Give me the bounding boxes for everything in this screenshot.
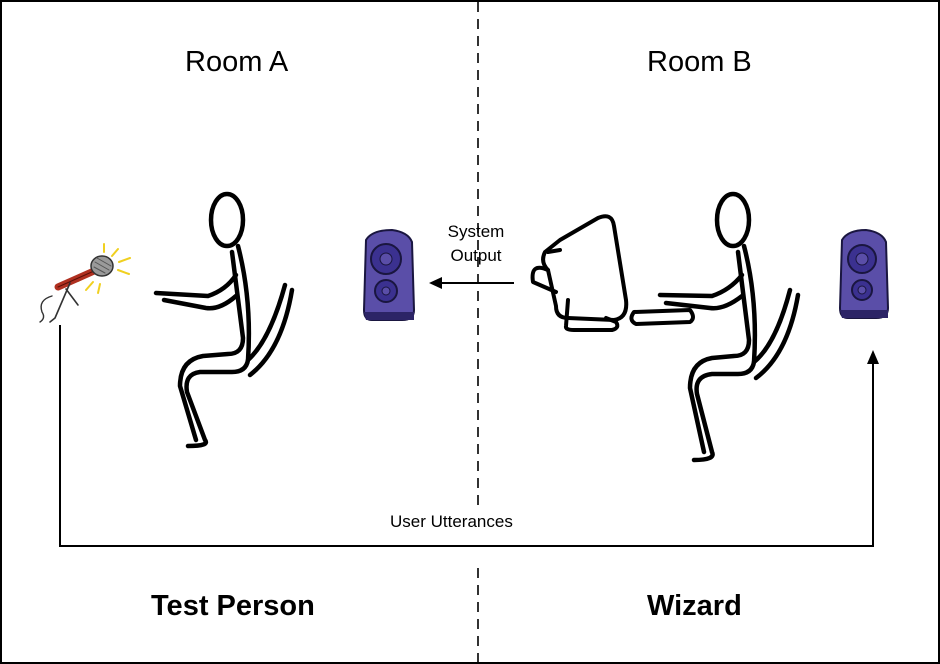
room-a-title: Room A (185, 46, 289, 78)
system-output-label-line2: Output (450, 246, 502, 265)
computer-icon (530, 214, 695, 332)
stick-figure-icon (657, 191, 801, 463)
microphone-icon (39, 243, 131, 323)
stick-figure-icon (153, 191, 295, 449)
speaker-icon (838, 228, 890, 319)
test-person-label: Test Person (151, 590, 315, 622)
system-output-arrow (429, 277, 514, 289)
user-utterances-label: User Utterances (390, 512, 513, 531)
user-utterances-arrow (59, 325, 879, 547)
speaker-icon (362, 228, 416, 321)
room-b-title: Room B (647, 46, 752, 78)
wizard-label: Wizard (647, 590, 742, 622)
system-output-label-line1: System (447, 222, 505, 241)
